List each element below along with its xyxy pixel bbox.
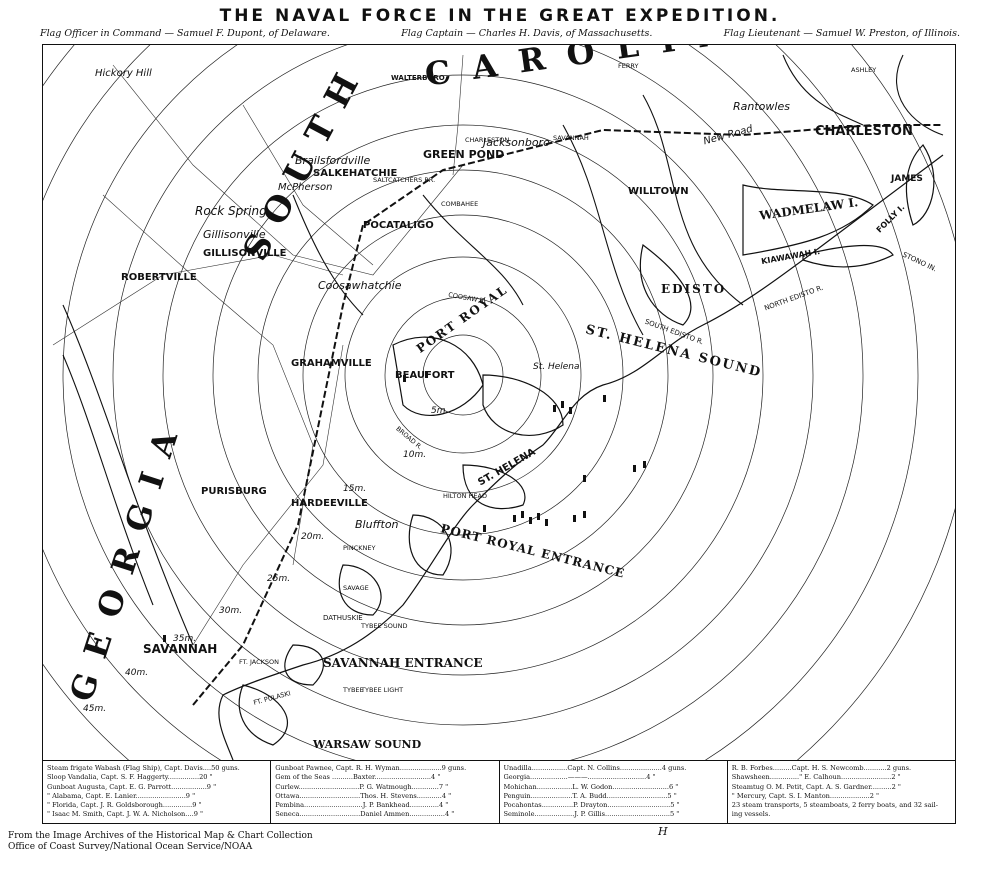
place-walterboro: WALTERBORO <box>391 74 445 82</box>
legend-entry: " Mercury, Capt. S. I. Manton...........… <box>731 791 880 800</box>
label-st-helena-small: St. Helena <box>533 362 580 372</box>
island-tybee: TYBEE <box>343 686 364 694</box>
legend-entry: Seneca.............................Danie… <box>275 810 455 819</box>
ring-distance-40: 40m. <box>125 668 149 678</box>
map-drawing <box>43 45 955 760</box>
map-title: THE NAVAL FORCE IN THE GREAT EXPEDITION. <box>219 6 781 26</box>
legend-entry: Unadilla.................Capt. N. Collin… <box>503 764 687 772</box>
place-rock-spring: Rock Spring <box>195 204 267 218</box>
legend-entry: Ottawa.............................Thos.… <box>275 791 452 800</box>
ring-distance-25: 25m. <box>267 574 291 584</box>
coastline <box>218 144 944 760</box>
place-mcpherson: McPherson <box>278 182 333 193</box>
ring-distance-20: 20m. <box>301 532 325 542</box>
water-tybee-light: TYBEE LIGHT <box>361 686 404 694</box>
legend-entry: " Florida, Capt. J. R. Goldsborough.....… <box>47 801 202 810</box>
place-rantowles: Rantowles <box>733 100 790 113</box>
place-bluffton: Bluffton <box>355 518 399 531</box>
legend-column-3: Unadilla.................Capt. N. Collin… <box>500 761 728 823</box>
ring-distance-10: 10m. <box>403 450 427 460</box>
place-pocataligo: POCATALIGO <box>363 220 434 231</box>
water-warsaw-sound: WARSAW SOUND <box>313 738 422 751</box>
place-purisburg: PURISBURG <box>201 486 267 497</box>
legend-entry: Shawsheen.............." E. Calhoun.....… <box>731 773 901 782</box>
ring-distance-5: 5m. <box>431 406 449 416</box>
place-savannah: SAVANNAH <box>143 642 218 656</box>
legend-entry: ing vessels. <box>731 810 771 819</box>
map-subtitle: Flag Officer in Command — Samuel F. Dupo… <box>40 28 960 39</box>
legend-entry: 23 steam transports, 5 steamboats, 2 fer… <box>731 801 938 810</box>
rr-label-charleston: CHARLESTON <box>465 136 510 144</box>
island-edisto: EDISTO <box>661 282 727 296</box>
legend-entry: " Isaac M. Smith, Capt. J. W. A. Nichols… <box>47 810 204 819</box>
legend-entry: Sloop Vandalia, Capt. S. F. Haggerty....… <box>47 773 213 782</box>
legend-entry: " Alabama, Capt. E. Lanier..............… <box>47 791 196 800</box>
legend-column-4: R. B. Forbes.........Capt. H. S. Newcomb… <box>728 761 955 823</box>
rr-label-savannah: SAVANNAH <box>553 134 589 142</box>
place-gillisonville-script: Gillisonville <box>203 228 266 241</box>
credit-line-1: From the Image Archives of the Historica… <box>8 831 313 841</box>
roads <box>52 54 464 646</box>
place-green-pond: GREEN POND <box>423 148 505 161</box>
place-charleston: CHARLESTON <box>815 124 913 139</box>
legend-entry: Gunboat Pawnee, Capt. R. H. Wyman.......… <box>275 764 467 772</box>
legend-entry: R. B. Forbes.........Capt. H. S. Newcomb… <box>731 764 912 772</box>
ring-distance-35: 35m. <box>173 634 197 644</box>
place-salkehatchie: SALKEHATCHIE <box>313 168 398 179</box>
water-tybee-sound: TYBEE SOUND <box>361 622 408 630</box>
place-jacksonboro: Jacksonboro <box>483 136 550 149</box>
map-area[interactable]: CAROLINA SOUTH GEORGIA WALTERBORO CHARLE… <box>42 44 956 761</box>
island-james: JAMES <box>891 174 923 184</box>
label-ferry: FERRY <box>618 62 639 70</box>
legend-entry: Steamtug O. M. Petit, Capt. A. S. Gardne… <box>731 782 901 791</box>
label-ashley: ASHLEY <box>851 66 877 74</box>
fleet-marks <box>163 371 646 642</box>
legend-entry: Gem of the Seas ..........Baxter........… <box>275 773 441 782</box>
place-coosawhatchie: Coosawhatchie <box>318 279 402 292</box>
ring-distance-30: 30m. <box>219 606 243 616</box>
place-hickory-hill: Hickory Hill <box>95 68 152 79</box>
legend-column-1: Steam frigate Wabash (Flag Ship), Capt. … <box>43 761 272 823</box>
ring-distance-45: 45m. <box>83 704 107 714</box>
legend-entry: Curlew.............................P. G.… <box>275 782 449 791</box>
place-hardeeville: HARDEEVILLE <box>291 498 368 509</box>
legend-entry: Steam frigate Wabash (Flag Ship), Capt. … <box>47 764 240 772</box>
legend-entry: Pocahontas...............P. Drayton.....… <box>503 801 680 810</box>
handwritten-mark: H <box>658 825 668 838</box>
legend-entry: Penguin....................T. A. Budd...… <box>503 791 677 800</box>
place-grahamville: GRAHAMVILLE <box>291 358 372 369</box>
legend-entry: Pembina............................J. P.… <box>275 801 449 810</box>
ring-distance-15: 15m. <box>343 484 367 494</box>
railroad <box>192 124 943 706</box>
legend-column-2: Gunboat Pawnee, Capt. R. H. Wyman.......… <box>271 761 500 823</box>
island-hilton-head: HILTON HEAD <box>443 492 487 500</box>
legend-entry: Seminole...................J. P. Gillis.… <box>503 810 680 819</box>
fleet-legend: Steam frigate Wabash (Flag Ship), Capt. … <box>42 761 956 824</box>
flag-officer-line: Flag Officer in Command — Samuel F. Dupo… <box>40 28 330 39</box>
credit-line-2: Office of Coast Survey/National Ocean Se… <box>8 842 253 852</box>
water-combahee: COMBAHEE <box>441 200 479 208</box>
flag-lieutenant-line: Flag Lieutenant — Samuel W. Preston, of … <box>723 28 960 39</box>
legend-entry: Gunboat Augusta, Capt. E. G. Parrott....… <box>47 782 217 791</box>
place-beaufort: BEAUFORT <box>395 370 455 381</box>
distance-rings <box>43 45 955 760</box>
image-credit: From the Image Archives of the Historica… <box>8 831 313 853</box>
island-pinckney: PINCKNEY <box>343 544 376 552</box>
place-brailsfordsville: Brailsfordville <box>295 154 371 167</box>
place-robertville: ROBERTVILLE <box>121 272 197 283</box>
label-saltcatchers-bridge: SALTCATCHERS BR. <box>373 176 436 184</box>
legend-entry: Mohichan.................L. W. Godon....… <box>503 782 679 791</box>
legend-entry: Georgia..................———............… <box>503 773 656 782</box>
water-savannah-entrance: SAVANNAH ENTRANCE <box>323 656 483 670</box>
rivers <box>62 54 944 646</box>
flag-captain-line: Flag Captain — Charles H. Davis, of Mass… <box>401 28 653 39</box>
place-gillisonville: GILLISONVILLE <box>203 248 287 259</box>
island-savage: SAVAGE <box>343 584 369 592</box>
place-willtown: WILLTOWN <box>628 186 689 197</box>
island-fort-jackson: FT. JACKSON <box>239 658 279 666</box>
island-daufuskie: DATHUSKIE <box>323 614 363 622</box>
